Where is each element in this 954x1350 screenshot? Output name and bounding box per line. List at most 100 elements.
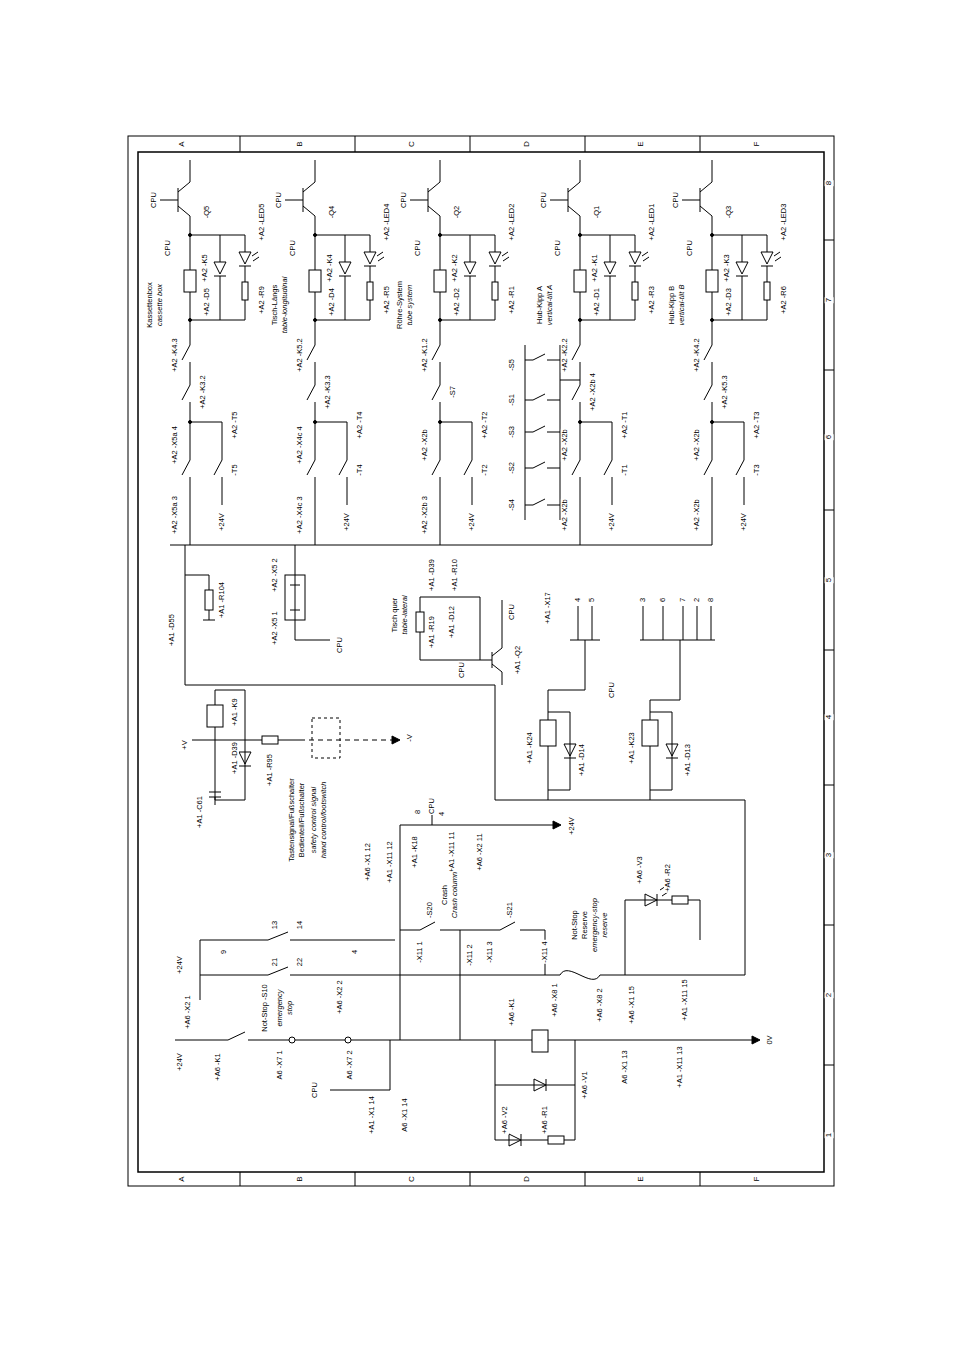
signal-label: 6 (659, 597, 667, 603)
signal-label: +A2 -K5 (201, 253, 209, 282)
signal-label: -S2 (508, 461, 516, 475)
signal-label: cassette box (156, 283, 164, 327)
signal-label: -S20 (426, 901, 434, 919)
signal-label: CPU (608, 681, 616, 699)
signal-label: -Q3 (725, 205, 733, 220)
signal-label: -X11 4 (541, 940, 549, 964)
signal-label: -T1 (621, 463, 629, 476)
signal-label: CPU (311, 1081, 319, 1099)
signal-label: +A2 -K4.2 (693, 337, 701, 373)
signal-label: +A1 -X1 14 (368, 1095, 376, 1135)
signal-label: -Q5 (203, 205, 211, 220)
signal-label: -T2 (481, 463, 489, 476)
signal-label: CPU (540, 191, 548, 209)
signal-label: +24V (568, 816, 576, 836)
signal-label: emergency (276, 988, 284, 1027)
signal-label: +A2 -LED2 (508, 203, 516, 242)
signal-label: Crash column (451, 871, 459, 919)
signal-label: 5 (588, 597, 596, 603)
signal-label: -T5 (231, 463, 239, 476)
signal-label: +A6 -X2 1 (184, 994, 192, 1030)
signal-label: +A1 -D13 (684, 743, 692, 777)
signal-label: +A1 -D55 (168, 613, 176, 647)
grid-ref: 1 (825, 1132, 834, 1138)
signal-label: 4 (574, 597, 582, 603)
signal-label: 0V (766, 1034, 774, 1045)
signal-label: +24V (176, 1052, 184, 1072)
signal-label: Not-Stop (571, 909, 579, 941)
signal-label: -Q1 (593, 205, 601, 220)
signal-label: A6 -X7 1 (276, 1049, 284, 1080)
signal-label: +A2 -X5a 3 (171, 495, 179, 535)
signal-label: 14 (296, 920, 304, 930)
grid-ref: E (637, 1175, 646, 1182)
signal-label: -V (406, 733, 414, 743)
signal-label: table-longitudinal (281, 276, 289, 335)
signal-label: CPU (508, 603, 516, 621)
grid-ref: 7 (825, 297, 834, 303)
signal-label: +24V (608, 512, 616, 532)
signal-label: Tastensignal/Fußschalter (288, 777, 296, 862)
grid-ref: 2 (825, 992, 834, 998)
signal-label: -S21 (506, 901, 514, 919)
signal-label: -T4 (356, 463, 364, 476)
signal-label: +A2 -X2b 4 (589, 372, 597, 412)
signal-label: +A2 -R6 (780, 285, 788, 315)
signal-label: Reserve (581, 910, 589, 940)
signal-label: CPU (414, 239, 422, 257)
signal-label: reserve (601, 911, 609, 938)
signal-label: +24V (343, 512, 351, 532)
signal-label: +A6 -X8 1 (551, 982, 559, 1018)
signal-label: +A2 -T4 (356, 411, 364, 440)
signal-label: -S7 (449, 385, 457, 399)
signal-label: Bedienteil/Fußschalter (298, 782, 306, 859)
signal-label: +A1 -K23 (628, 731, 636, 764)
signal-label: Hub-Kipp B (668, 285, 676, 325)
signal-label: +A6 -K1 (214, 1052, 222, 1081)
signal-label: -T3 (753, 463, 761, 476)
signal-label: +A1 -R10 (451, 558, 459, 592)
signal-label: +A1 -D39 (428, 558, 436, 592)
grid-ref: 6 (825, 434, 834, 440)
signal-label: +A2 -K2 (451, 253, 459, 282)
signal-label: 4 (351, 949, 359, 955)
signal-label: +A2 -X5 2 (271, 557, 279, 593)
grid-ref: D (523, 1175, 532, 1183)
signal-label: emergency-stop (591, 897, 599, 953)
signal-label: CPU (686, 239, 694, 257)
signal-label: +A2 -R9 (258, 285, 266, 315)
signal-label: CPU (672, 191, 680, 209)
signal-label: +A2 -X5a 4 (171, 425, 179, 465)
grid-ref: A (178, 140, 187, 147)
signal-label: +V (181, 739, 189, 750)
signal-label: +A6 -X8 2 (596, 987, 604, 1023)
signal-label: +A2 -LED1 (648, 203, 656, 242)
signal-label: -S4 (508, 498, 516, 512)
signal-label: +A6 -K1 (508, 997, 516, 1026)
signal-label: Röhre-System (396, 280, 404, 330)
signal-label: +A6 -X2 2 (336, 979, 344, 1015)
signal-label: -Q4 (328, 205, 336, 220)
signal-label: +A2 -K5.3 (721, 374, 729, 410)
grid-ref: A (178, 1175, 187, 1182)
signal-label: 8 (414, 809, 422, 815)
signal-label: +A6 -V1 (581, 1070, 589, 1099)
signal-label: +A1 -D12 (448, 605, 456, 639)
signal-label: +A2 -X2b (421, 428, 429, 461)
signal-label: +A2 -X2b (561, 428, 569, 461)
signal-label: safety control signal (310, 786, 318, 854)
signal-label: +A2 -X5 1 (271, 610, 279, 646)
signal-label: tube system (406, 284, 414, 326)
signal-label: 9 (220, 949, 228, 955)
signal-label: +A2 -X2b (561, 498, 569, 531)
signal-label: CPU (289, 239, 297, 257)
signal-label: +A2 -D2 (453, 287, 461, 317)
signal-label: +A2 -K3 (723, 253, 731, 282)
signal-label: 4 (438, 811, 446, 817)
signal-label: +A2 -K4 (326, 253, 334, 282)
signal-label: 8 (707, 597, 715, 603)
signal-label: +A2 -D3 (725, 287, 733, 317)
signal-label: +A6 -V2 (501, 1105, 509, 1134)
signal-label: +A1 -D14 (578, 743, 586, 777)
